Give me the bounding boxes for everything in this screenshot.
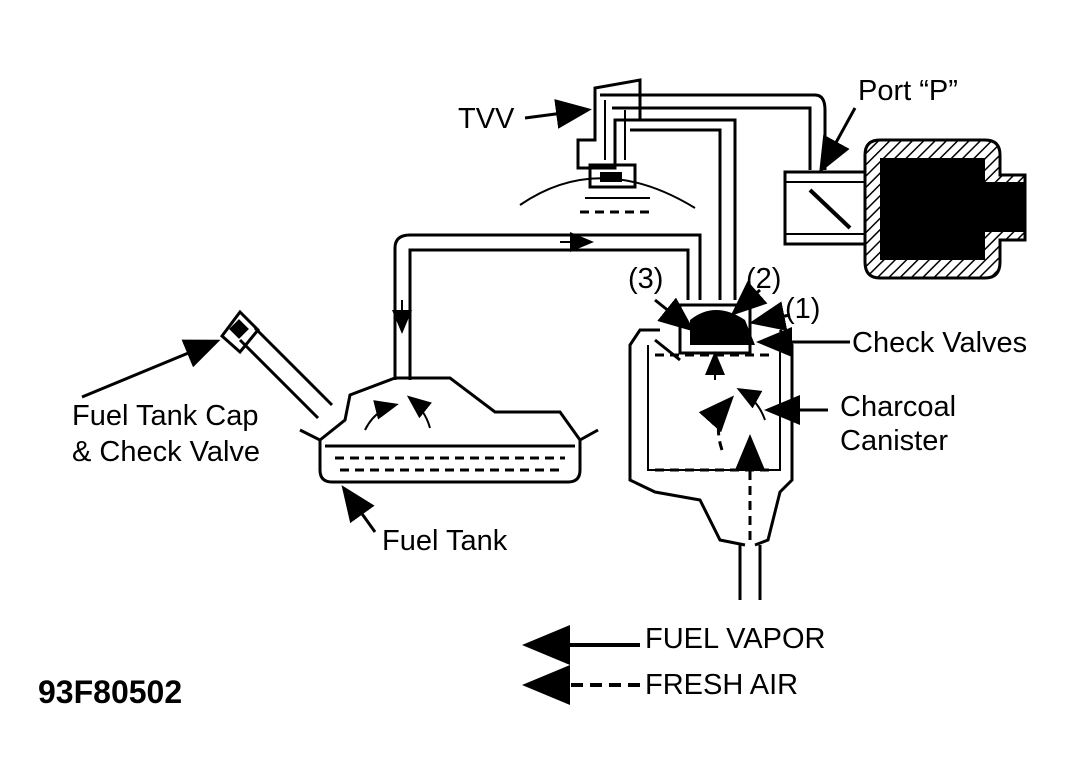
vent-line — [392, 232, 702, 380]
fuel-tank-label: Fuel Tank — [382, 525, 508, 557]
filler-neck — [219, 309, 334, 420]
port-p-label: Port “P” — [858, 75, 958, 107]
callout-3: (3) — [628, 263, 663, 295]
tvv-label: TVV — [458, 103, 515, 135]
vacuum-lines — [600, 93, 827, 300]
fuel-tank-cap-label-line1: Fuel Tank Cap — [72, 400, 258, 432]
tvv-valve — [576, 78, 642, 189]
leader-arrows — [81, 99, 857, 533]
figure-id: 93F80502 — [38, 674, 182, 710]
throttle-housing — [783, 138, 1027, 280]
callout-1: (1) — [785, 293, 820, 325]
fuel-tank-cap-label-line2: & Check Valve — [72, 436, 260, 468]
fuel-tank — [299, 376, 599, 484]
throttle-body-dome — [519, 177, 696, 214]
callout-2: (2) — [746, 263, 781, 295]
check-valves-label: Check Valves — [852, 327, 1027, 359]
legend-fresh-air: FRESH AIR — [645, 669, 798, 701]
legend: FUEL VAPOR FRESH AIR — [522, 623, 826, 705]
legend-fuel-vapor: FUEL VAPOR — [645, 623, 826, 655]
canister-label: Canister — [840, 425, 948, 457]
charcoal-canister — [628, 303, 794, 600]
charcoal-label: Charcoal — [840, 391, 956, 423]
